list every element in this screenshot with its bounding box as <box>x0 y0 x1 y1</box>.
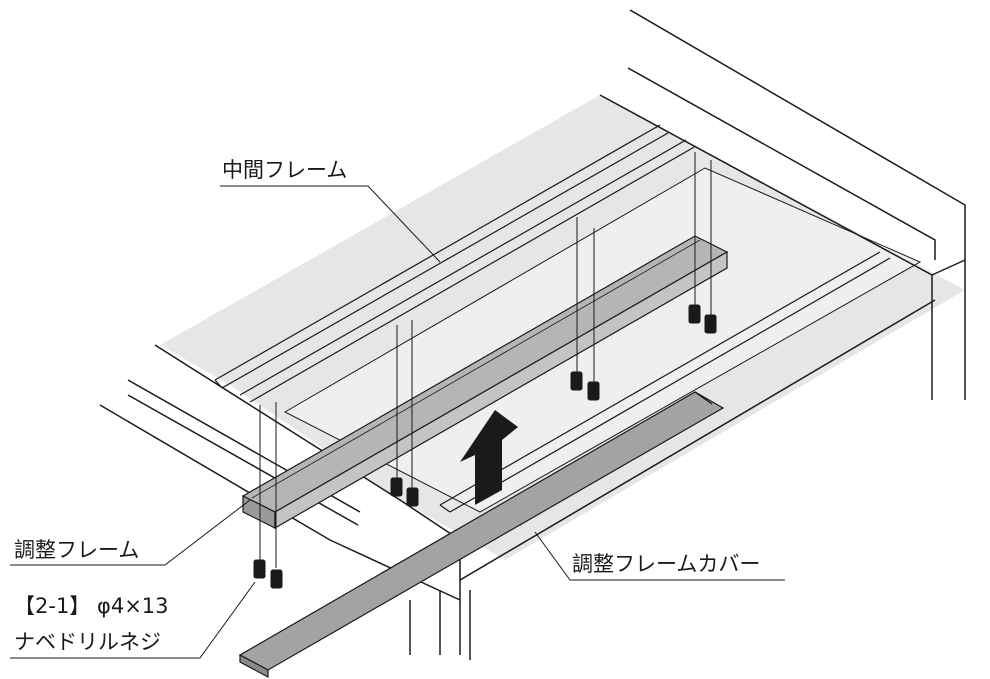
leader-lines <box>10 185 785 659</box>
adjust-frame <box>241 235 729 530</box>
screw-icon <box>390 477 403 497</box>
screw-icon <box>406 487 419 507</box>
label-screw-spec: 【2-1】 φ4×13 <box>14 594 169 618</box>
up-arrow <box>460 410 518 505</box>
screw-icon <box>270 569 283 589</box>
adjust-frame-cover <box>238 391 725 679</box>
screws <box>253 152 717 589</box>
label-adjust-frame: 調整フレーム <box>14 538 140 562</box>
screw-icon <box>570 371 583 391</box>
label-screw-name: ナベドリルネジ <box>14 630 161 654</box>
building-outline <box>99 9 966 660</box>
label-middle-frame: 中間フレーム <box>222 158 348 182</box>
screw-icon <box>253 559 266 579</box>
screw-icon <box>587 381 600 401</box>
label-adjust-frame-cover: 調整フレームカバー <box>572 552 761 576</box>
screw-icon <box>704 314 717 334</box>
middle-frame <box>214 124 891 513</box>
screw-icon <box>688 304 701 324</box>
